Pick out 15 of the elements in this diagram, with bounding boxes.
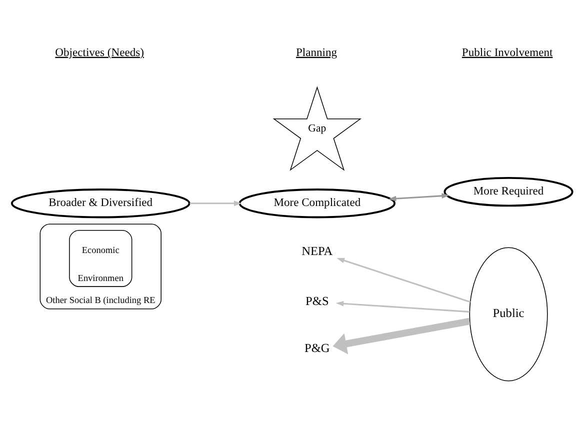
node-text: NEPA — [302, 244, 333, 258]
node-ellipse: Broader & Diversified — [10, 188, 190, 218]
node-ellipse: Public — [469, 247, 548, 382]
node-text: P&G — [304, 340, 330, 355]
label: Public Involvement — [462, 46, 553, 59]
node-text: P&S — [306, 294, 329, 308]
label: Objectives (Needs) — [55, 46, 144, 59]
node-text: Economic — [82, 244, 120, 255]
arrow — [336, 258, 471, 303]
arrow — [332, 318, 470, 354]
arrow — [190, 200, 242, 206]
label: Planning — [296, 46, 338, 59]
arrow — [388, 193, 450, 202]
node-ellipse: More Required — [444, 177, 574, 207]
arrow — [336, 300, 470, 313]
